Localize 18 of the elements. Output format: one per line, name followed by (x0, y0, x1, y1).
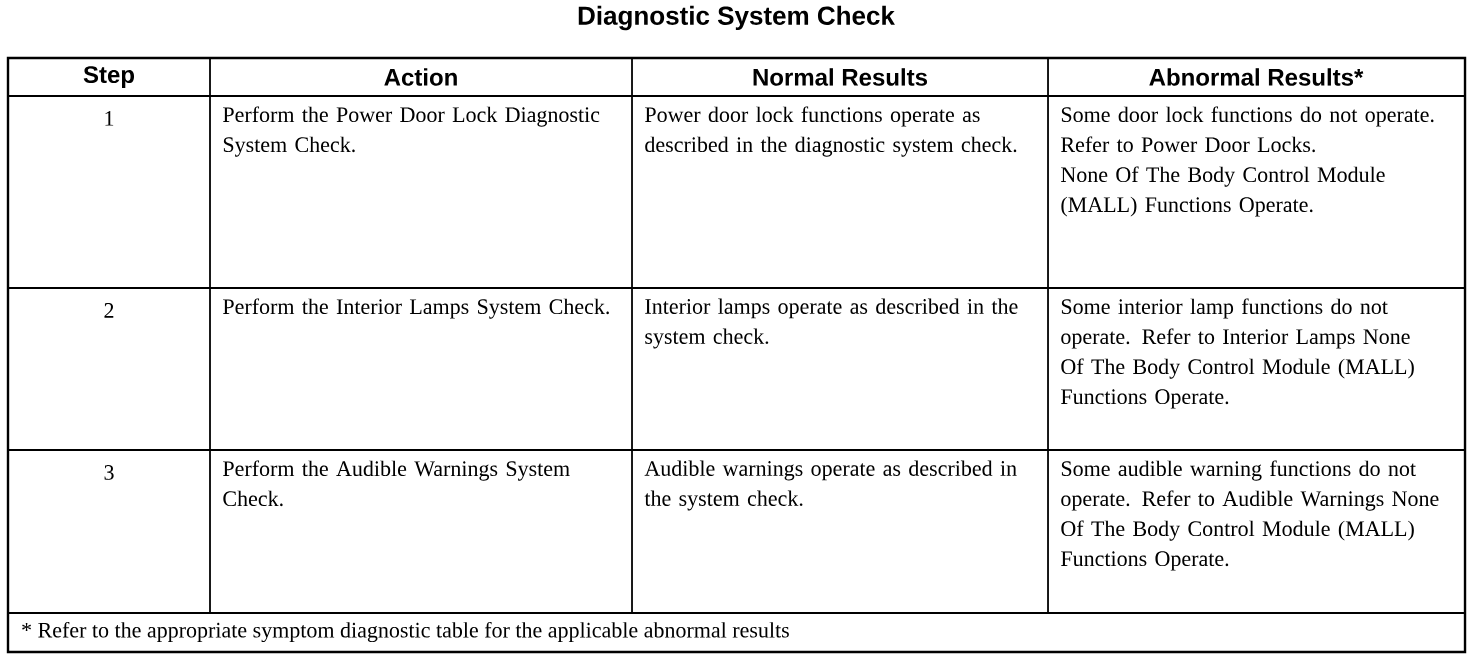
table-cell: Perform the Interior Lamps System Check. (223, 298, 609, 319)
step-number: 1 (105, 111, 114, 126)
table-cell: Power door lock functions operate as described in the diagnostic system check. (645, 106, 1017, 157)
table-cell: Perform the Audible Warnings System Check. (223, 460, 570, 507)
title: Diagnostic System Check (578, 5, 895, 31)
table-cell: Audible warnings operate as described in the system check. (644, 460, 1017, 511)
table-cell: Interior lamps operate as described in the system check. (645, 298, 1018, 349)
table-cell: Some door lock functions do not operate. Refer to Power Door Locks. None Of The Body Control Module (MALL) Functions Operate. (1061, 106, 1434, 217)
column-header: Normal Results (753, 68, 927, 86)
column-header: Abnormal Results* (1149, 68, 1364, 86)
footnote: * Refer to the appropriate symptom diagnostic table for the applicable abnormal results (22, 621, 789, 643)
step-number: 3 (104, 465, 114, 480)
step-number: 2 (104, 303, 114, 318)
table-cell: Perform the Power Door Lock Diagnostic System Check. (223, 106, 600, 157)
column-header: Step (83, 66, 134, 88)
table-cell: Some interior lamp functions do not operate. Refer to Interior Lamps None Of The Body Control Module (MALL) Functions Operate. (1061, 298, 1414, 409)
column-header: Action (384, 68, 457, 86)
table-cell: Some audible warning functions do not operate. Refer to Audible Warnings None Of The Body Control Module (MALL) Functions Operate. (1061, 460, 1439, 571)
